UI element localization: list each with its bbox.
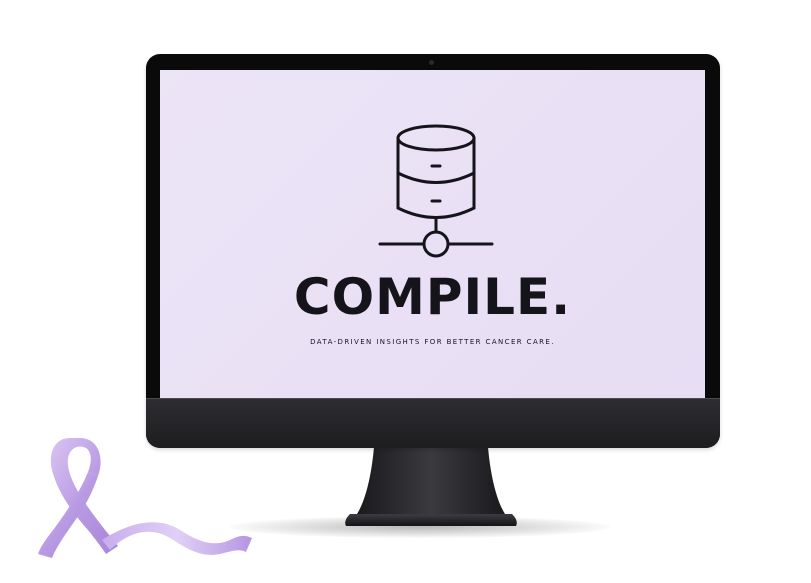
screen: COMPILE. DATA-DRIVEN INSIGHTS FOR BETTER… xyxy=(160,70,705,404)
monitor: COMPILE. DATA-DRIVEN INSIGHTS FOR BETTER… xyxy=(146,54,720,448)
monitor-chin xyxy=(146,398,720,448)
database-network-icon xyxy=(378,124,494,258)
chin-divider xyxy=(146,398,720,399)
brand-title: COMPILE. xyxy=(293,268,572,326)
webcam-icon xyxy=(429,60,434,65)
tagline: DATA-DRIVEN INSIGHTS FOR BETTER CANCER C… xyxy=(310,338,555,346)
awareness-ribbon-icon xyxy=(38,438,252,558)
